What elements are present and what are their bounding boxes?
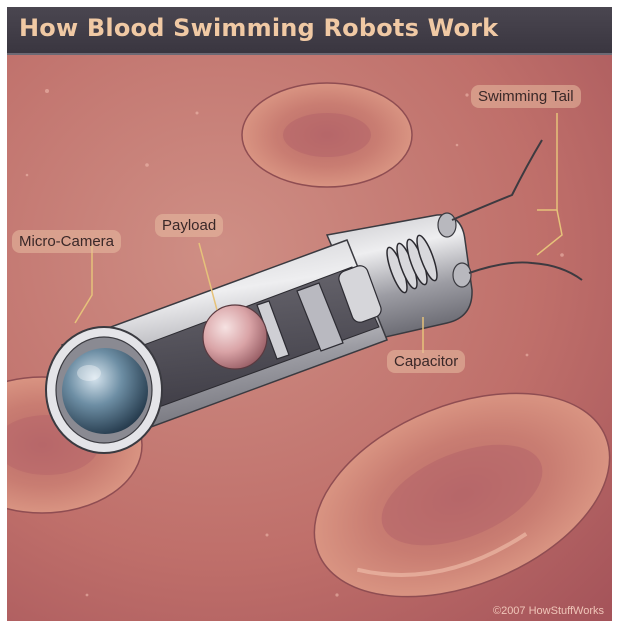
title-bar: How Blood Swimming Robots Work — [7, 7, 612, 55]
label-swimming-tail: Swimming Tail — [471, 85, 581, 108]
payload-sphere-icon — [203, 305, 267, 369]
label-payload: Payload — [155, 214, 223, 237]
diagram-frame: Swimming Tail Micro-Camera Payload Capac… — [7, 7, 612, 621]
tail-mount — [453, 263, 471, 287]
tail-mount — [438, 213, 456, 237]
label-micro-camera: Micro-Camera — [12, 230, 121, 253]
illustration — [7, 55, 612, 621]
page-title: How Blood Swimming Robots Work — [19, 14, 498, 42]
blood-cell-icon — [242, 83, 412, 187]
label-capacitor: Capacitor — [387, 350, 465, 373]
camera-lens-icon — [62, 348, 148, 434]
copyright-text: ©2007 HowStuffWorks — [493, 605, 604, 617]
